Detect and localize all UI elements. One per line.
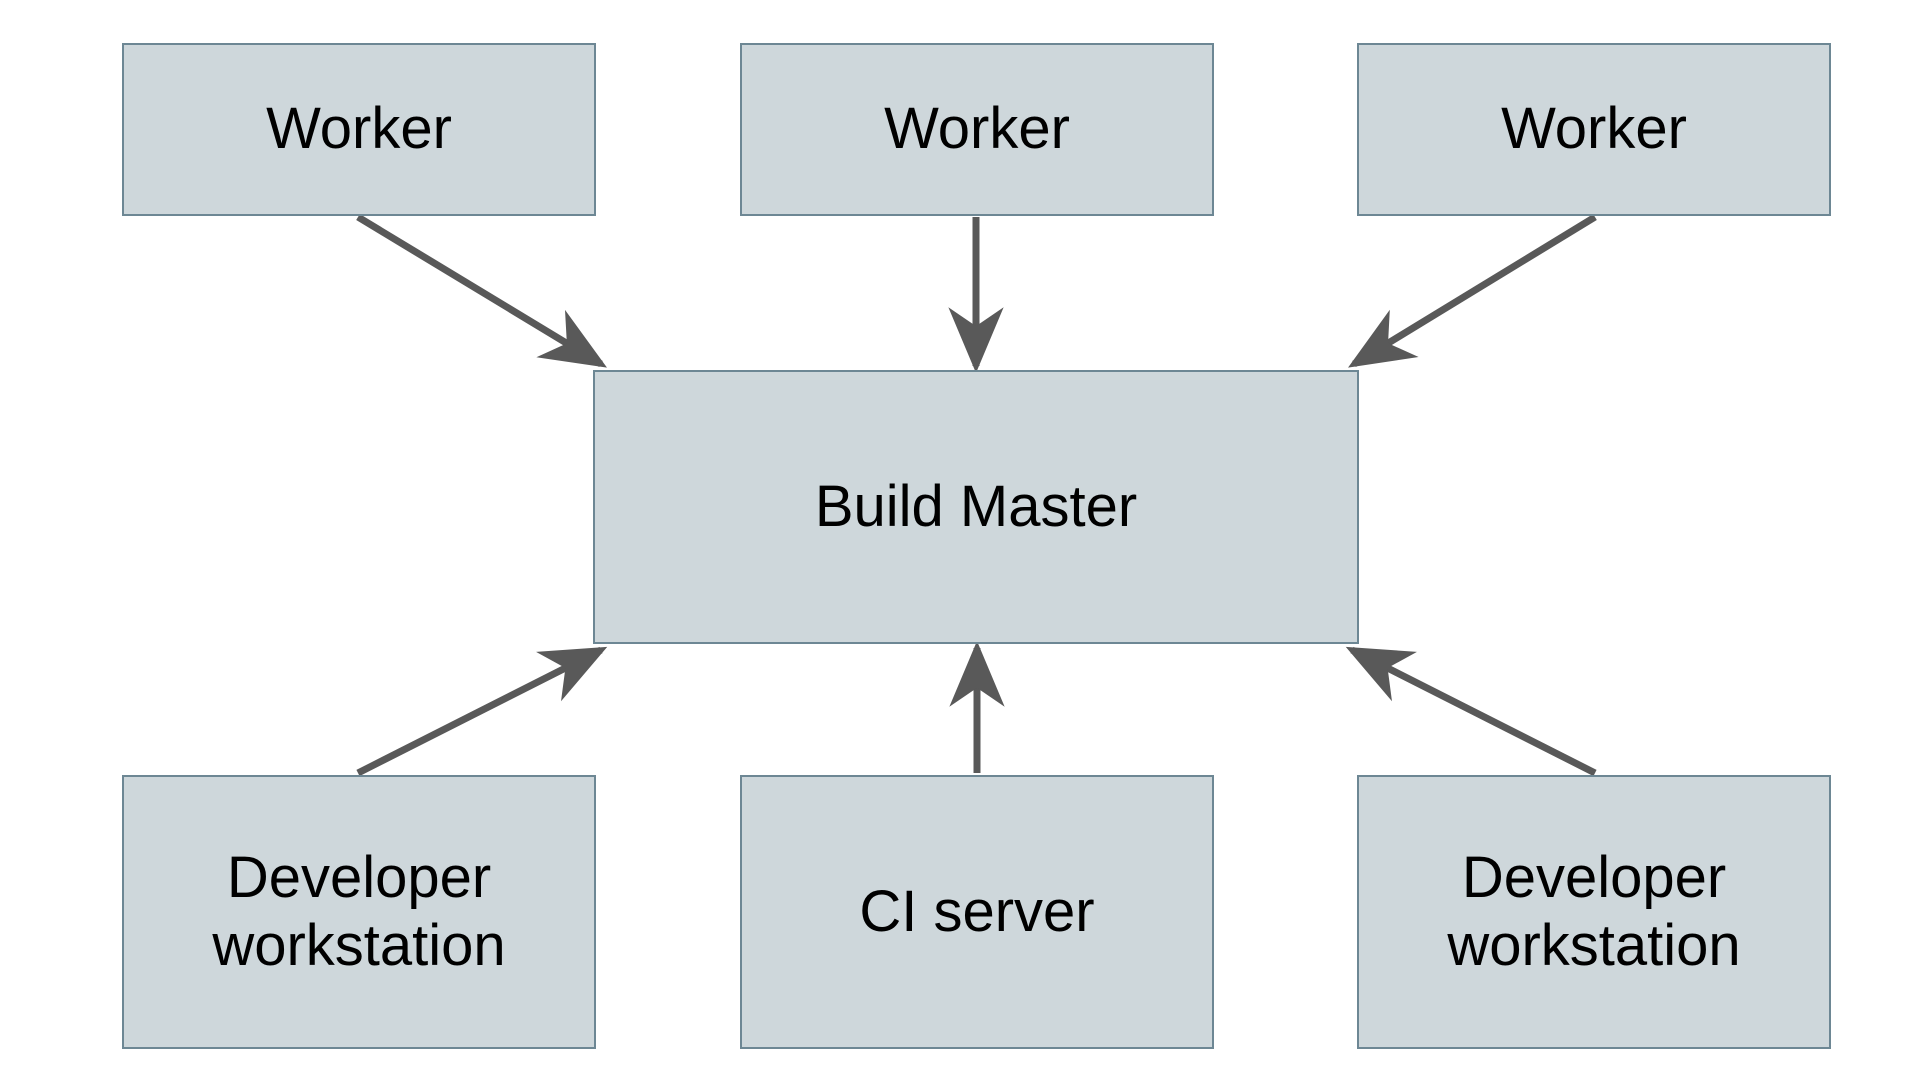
- edge-developer-right-to-build-master: [1345, 646, 1597, 777]
- edge-worker-right-to-build-master: [1348, 214, 1597, 368]
- node-label: Worker: [1501, 96, 1687, 162]
- node-label: Developer workstation: [1447, 844, 1741, 978]
- node-label: CI server: [859, 878, 1095, 944]
- edge-developer-left-to-build-master: [356, 646, 608, 777]
- node-label: Worker: [266, 96, 452, 162]
- node-worker-center[interactable]: Worker: [740, 43, 1214, 216]
- node-worker-right[interactable]: Worker: [1357, 43, 1831, 216]
- edge-worker-left-to-build-master: [356, 214, 607, 368]
- node-label: Developer workstation: [212, 844, 506, 978]
- node-developer-workstation-left[interactable]: Developer workstation: [122, 775, 596, 1049]
- node-developer-workstation-right[interactable]: Developer workstation: [1357, 775, 1831, 1049]
- edges-group: [356, 214, 1597, 777]
- node-ci-server[interactable]: CI server: [740, 775, 1214, 1049]
- node-label: Worker: [884, 96, 1070, 162]
- node-worker-left[interactable]: Worker: [122, 43, 596, 216]
- node-build-master[interactable]: Build Master: [593, 370, 1359, 644]
- node-label: Build Master: [814, 473, 1138, 539]
